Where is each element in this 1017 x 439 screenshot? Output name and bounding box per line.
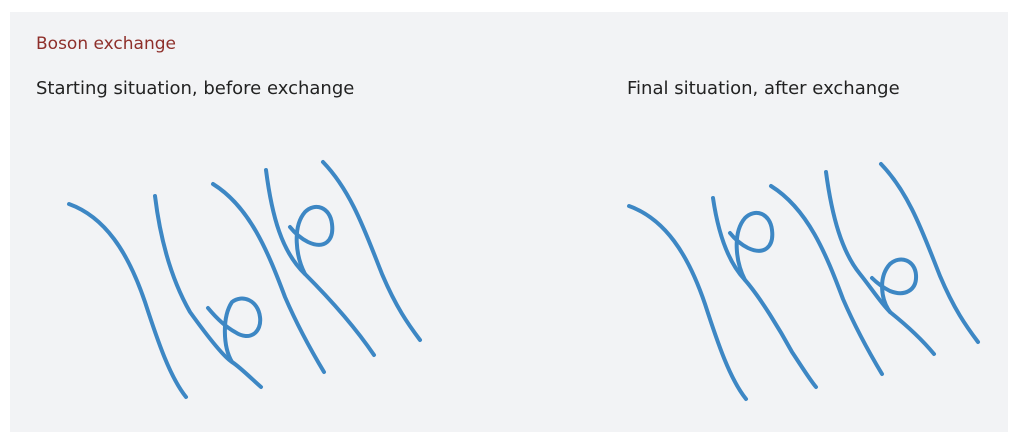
diagram-panel: Boson exchange Starting situation, befor… [10,12,1008,432]
loop-left [728,210,775,282]
strand-3 [769,184,884,376]
strand-2 [711,196,818,389]
strand-1 [627,204,748,401]
before-exchange-drawing [67,160,422,399]
strand-4 [824,170,936,356]
strand-5 [321,160,422,342]
caption-after: Final situation, after exchange [627,78,900,99]
loop-right [870,257,919,314]
strand-4 [264,168,376,357]
strand-2 [153,194,263,389]
loop-upper [288,204,335,276]
after-exchange-drawing [627,162,980,401]
caption-before: Starting situation, before exchange [36,78,355,99]
loop-lower [206,296,263,364]
strand-1 [67,202,188,399]
diagram-title: Boson exchange [36,34,176,54]
strand-3 [211,182,326,374]
strand-5 [879,162,980,344]
